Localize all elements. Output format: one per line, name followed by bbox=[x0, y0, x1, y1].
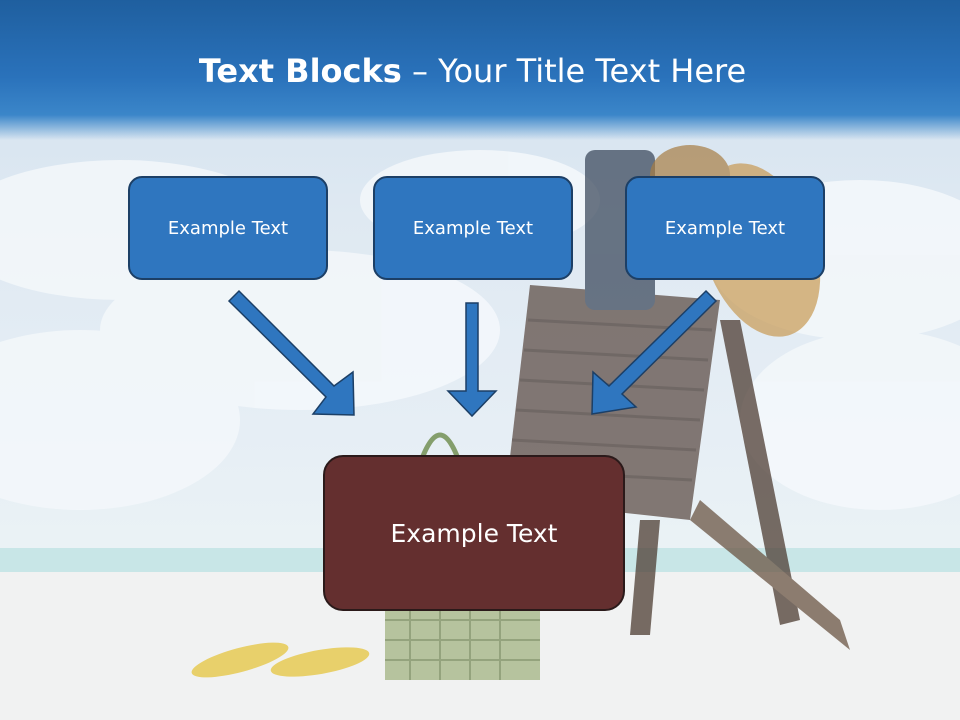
flip-flops-icon bbox=[191, 642, 370, 678]
target-text-block[interactable]: Example Text bbox=[323, 455, 625, 611]
target-text-block-label: Example Text bbox=[390, 518, 558, 548]
text-block-1-label: Example Text bbox=[167, 217, 289, 239]
title-rest: Your Title Text Here bbox=[438, 52, 747, 90]
text-block-2-label: Example Text bbox=[412, 217, 534, 239]
title-bar bbox=[0, 0, 960, 140]
text-block-1[interactable]: Example Text bbox=[128, 176, 328, 280]
title-bold: Text Blocks bbox=[198, 52, 402, 90]
text-block-2[interactable]: Example Text bbox=[373, 176, 573, 280]
beach-bag-icon bbox=[385, 432, 540, 680]
slide-title: Text Blocks – Your Title Text Here bbox=[0, 52, 945, 90]
text-block-3-label: Example Text bbox=[664, 217, 786, 239]
text-block-3[interactable]: Example Text bbox=[625, 176, 825, 280]
title-separator: – bbox=[401, 52, 439, 90]
